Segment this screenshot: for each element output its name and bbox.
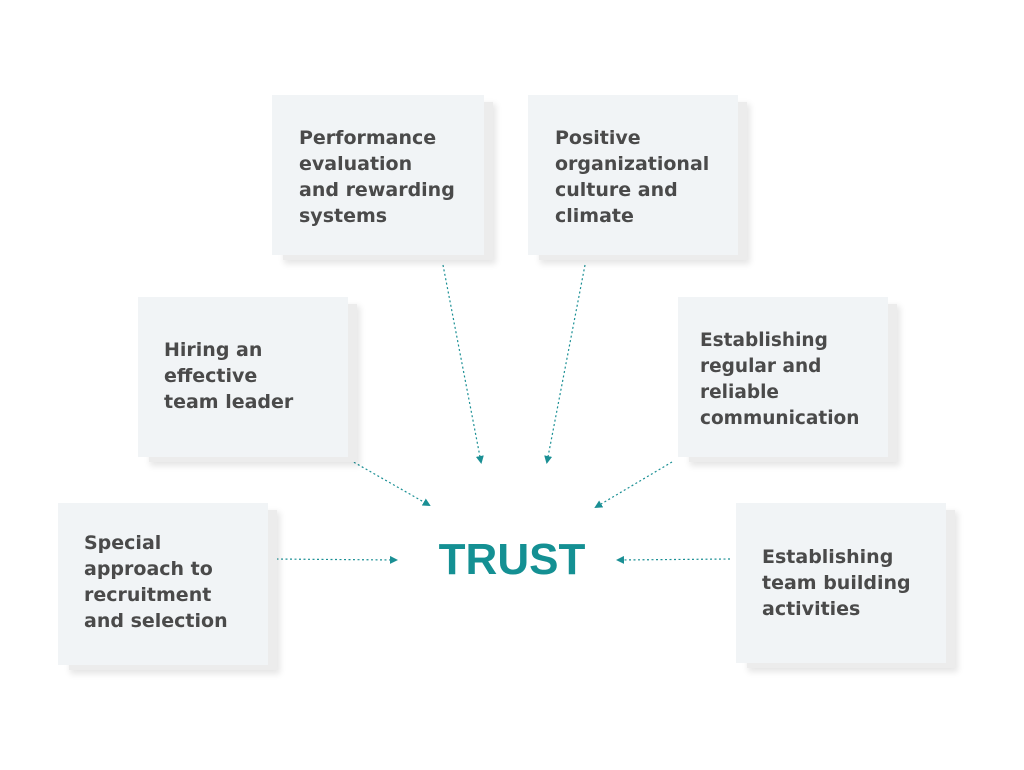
factor-label-communication: Establishing regular and reliable commun…	[700, 330, 860, 429]
factor-box-positive-culture: Positive organizational culture and clim…	[528, 95, 738, 255]
factor-box-communication: Establishing regular and reliable commun…	[678, 297, 888, 457]
arrow-communication-to-trust	[594, 461, 673, 509]
factor-label-positive-culture: Positive organizational culture and clim…	[555, 127, 710, 227]
factor-label-recruitment: Special approach to recruitment and sele…	[84, 532, 228, 632]
factor-label-team-building: Establishing team building activities	[762, 546, 911, 620]
arrow-special-to-trust	[271, 555, 398, 564]
factor-label-hiring: Hiring an effective team leader	[164, 339, 294, 413]
factor-box-team-building: Establishing team building activities	[736, 503, 946, 663]
arrow-teambuilding-to-trust	[616, 555, 731, 564]
arrow-performance-to-trust	[442, 264, 484, 464]
factor-box-hiring: Hiring an effective team leader	[138, 297, 348, 457]
arrow-positive-to-trust	[544, 264, 586, 464]
factor-label-performance: Performance evaluation and rewarding sys…	[299, 127, 455, 227]
arrow-hiring-to-trust	[349, 459, 431, 506]
center-label-trust: TRUST	[438, 535, 586, 584]
factor-box-recruitment: Special approach to recruitment and sele…	[58, 503, 268, 665]
factor-box-performance: Performance evaluation and rewarding sys…	[272, 95, 484, 255]
